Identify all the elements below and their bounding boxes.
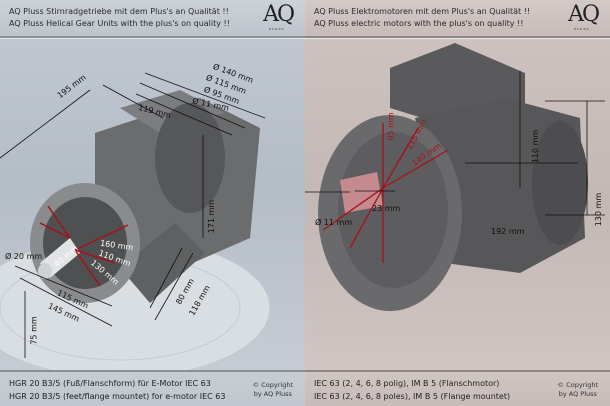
footer-bar: HGR 20 B3/5 (Fuß/Flanschform) für E-Moto…: [0, 370, 305, 406]
dim-130: 130 mm: [594, 192, 604, 227]
dim-dia-11: Ø 11 mm: [315, 218, 353, 227]
dim-23: 23 mm: [372, 204, 401, 213]
motor-drawing: [305, 43, 605, 311]
dim-95: 95 mm: [386, 112, 396, 141]
electric-motor-panel: AQ Pluss Elektromotoren mit dem Plus's a…: [305, 0, 610, 406]
header-line-de: AQ Pluss Stirnradgetriebe mit dem Plus's…: [9, 7, 229, 16]
dim-75: 75 mm: [29, 316, 39, 345]
gear-unit-panel: AQ Pluss Stirnradgetriebe mit dem Plus's…: [0, 0, 305, 406]
footer-bar: IEC 63 (2, 4, 6, 8 polig), IM B 5 (Flans…: [305, 370, 610, 406]
footer-line-en: HGR 20 B3/5 (feet/flange mountet) for e-…: [9, 392, 226, 401]
header-bar: AQ Pluss Stirnradgetriebe mit dem Plus's…: [0, 0, 305, 38]
header-line-en: AQ Pluss electric motors with the plus's…: [314, 19, 524, 28]
dim-171: 171 mm: [207, 199, 217, 234]
footer-line-de: HGR 20 B3/5 (Fuß/Flanschform) für E-Moto…: [9, 379, 211, 388]
dim-110: 110 mm: [531, 129, 541, 164]
footer-line-de: IEC 63 (2, 4, 6, 8 polig), IM B 5 (Flans…: [314, 379, 500, 388]
dim-192: 192 mm: [491, 227, 525, 236]
footer-line-en: IEC 63 (2, 4, 6, 8 poles), IM B 5 (Flang…: [314, 392, 511, 401]
gear-unit-drawing: [0, 72, 271, 370]
header-line-en: AQ Pluss Helical Gear Units with the plu…: [9, 19, 230, 28]
header-line-de: AQ Pluss Elektromotoren mit dem Plus's a…: [314, 7, 531, 16]
dim-dia-20: Ø 20 mm: [5, 252, 43, 261]
header-bar: AQ Pluss Elektromotoren mit dem Plus's a…: [305, 0, 610, 38]
